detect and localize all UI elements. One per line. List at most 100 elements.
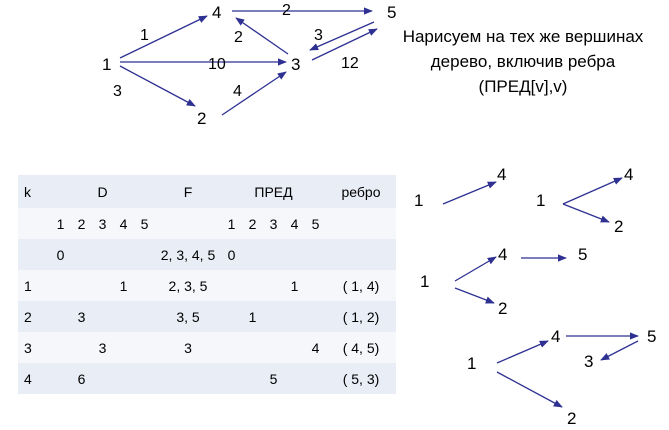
table-cell — [50, 332, 71, 363]
tree3-node-5: 5 — [578, 245, 587, 264]
table-cell — [263, 270, 284, 301]
table-row: 1 1 2, 3, 5 1 ( 1, 4) — [18, 270, 396, 301]
edge-3-5 — [311, 28, 378, 61]
table-cell: 1 — [50, 208, 71, 239]
table-cell — [284, 332, 305, 363]
table-cell — [18, 239, 50, 270]
node-2: 2 — [197, 109, 206, 128]
tree2-node-2: 2 — [614, 217, 623, 236]
table-cell — [263, 332, 284, 363]
weight-1-2: 3 — [113, 83, 122, 100]
table-cell — [284, 301, 305, 332]
table-cell: 2, 3, 5 — [155, 270, 221, 301]
table-cell: 2 — [18, 301, 50, 332]
tree1-node-1: 1 — [414, 191, 423, 210]
table-cell — [134, 301, 155, 332]
node-4: 4 — [212, 3, 221, 22]
table-row: 2 3 3, 5 1 ( 1, 2) — [18, 301, 396, 332]
table-cell: 4 — [284, 208, 305, 239]
table-cell: 3 — [263, 208, 284, 239]
weight-1-4: 1 — [140, 27, 149, 44]
weight-3-5: 12 — [341, 55, 359, 72]
table-cell — [221, 363, 242, 394]
table-cell — [305, 239, 326, 270]
table-cell — [326, 239, 396, 270]
edge-2-3 — [221, 71, 287, 116]
table-cell: ( 4, 5) — [326, 332, 396, 363]
note-line-3: (ПРЕД[v],v) — [478, 77, 568, 96]
table-cell — [113, 332, 134, 363]
table-cell — [71, 332, 92, 363]
main-graph: 1 2 3 4 5 1 10 3 2 2 3 12 4 — [102, 2, 396, 128]
table-cell — [263, 301, 284, 332]
table-cell: 5 — [134, 208, 155, 239]
table-cell: 3 — [155, 332, 221, 363]
table-cell — [92, 239, 113, 270]
table-cell — [50, 270, 71, 301]
table-cell — [155, 208, 221, 239]
node-5: 5 — [387, 3, 396, 22]
table-cell — [242, 239, 263, 270]
table-cell — [305, 363, 326, 394]
table-cell: 4 — [305, 332, 326, 363]
tree2-node-4: 4 — [624, 165, 633, 184]
table-cell — [71, 270, 92, 301]
weight-2-3: 4 — [233, 83, 242, 100]
tree3-edge-1-4 — [454, 256, 497, 282]
table-cell — [263, 239, 284, 270]
tree-step-2: 1 4 2 — [536, 165, 633, 236]
weight-1-3: 10 — [208, 56, 226, 73]
tree4-edge-5-3 — [600, 340, 639, 361]
table-cell: 2 — [242, 208, 263, 239]
table-row: 4 6 5 ( 5, 3) — [18, 363, 396, 394]
tree4-edge-1-4 — [496, 340, 549, 364]
table-cell — [242, 363, 263, 394]
table-cell — [305, 270, 326, 301]
tree2-edge-1-2 — [562, 203, 610, 223]
header-edge: ребро — [326, 175, 396, 208]
table-cell — [242, 270, 263, 301]
table-cell — [326, 208, 396, 239]
edge-5-3 — [309, 21, 375, 51]
tree3-node-4: 4 — [498, 245, 507, 264]
tree4-edge-1-2 — [496, 371, 563, 408]
table-cell: 3, 5 — [155, 301, 221, 332]
tree4-node-2: 2 — [567, 409, 576, 428]
table-cell — [92, 270, 113, 301]
node-1: 1 — [102, 55, 111, 74]
weight-5-3: 3 — [314, 27, 323, 44]
edge-3-4 — [235, 17, 289, 55]
table-cell — [92, 301, 113, 332]
tree4-node-1: 1 — [467, 354, 476, 373]
table-cell — [134, 270, 155, 301]
table-row: 3 3 3 4 ( 4, 5) — [18, 332, 396, 363]
table-row: 0 2, 3, 4, 5 0 — [18, 239, 396, 270]
tree1-node-4: 4 — [497, 165, 506, 184]
tree2-node-1: 1 — [536, 191, 545, 210]
table-cell: 3 — [71, 301, 92, 332]
node-3: 3 — [291, 55, 300, 74]
table-cell — [305, 301, 326, 332]
table-cell — [284, 239, 305, 270]
table-cell: 3 — [92, 208, 113, 239]
table-cell: 6 — [71, 363, 92, 394]
tree3-node-1: 1 — [420, 272, 429, 291]
table-cell — [134, 239, 155, 270]
header-k: k — [18, 175, 50, 208]
table-cell — [155, 363, 221, 394]
note-line-1: Нарисуем на тех же вершинах — [402, 27, 644, 46]
table-cell: 4 — [18, 363, 50, 394]
table-cell: ( 1, 4) — [326, 270, 396, 301]
tree3-node-2: 2 — [498, 299, 507, 318]
dijkstra-table: k D F ПРЕД ребро 1 2 3 4 5 1 2 3 4 5 0 — [18, 175, 396, 394]
tree2-edge-1-4 — [562, 177, 623, 205]
explanation-note: Нарисуем на тех же вершинах дерево, вклю… — [378, 24, 668, 99]
table-cell: 0 — [221, 239, 242, 270]
tree-step-1: 1 4 — [414, 165, 506, 210]
table-cell: 5 — [263, 363, 284, 394]
table-cell: ( 1, 2) — [326, 301, 396, 332]
table-cell: 1 — [221, 208, 242, 239]
table-cell — [113, 301, 134, 332]
table-cell: 3 — [92, 332, 113, 363]
tree4-node-4: 4 — [551, 327, 560, 346]
